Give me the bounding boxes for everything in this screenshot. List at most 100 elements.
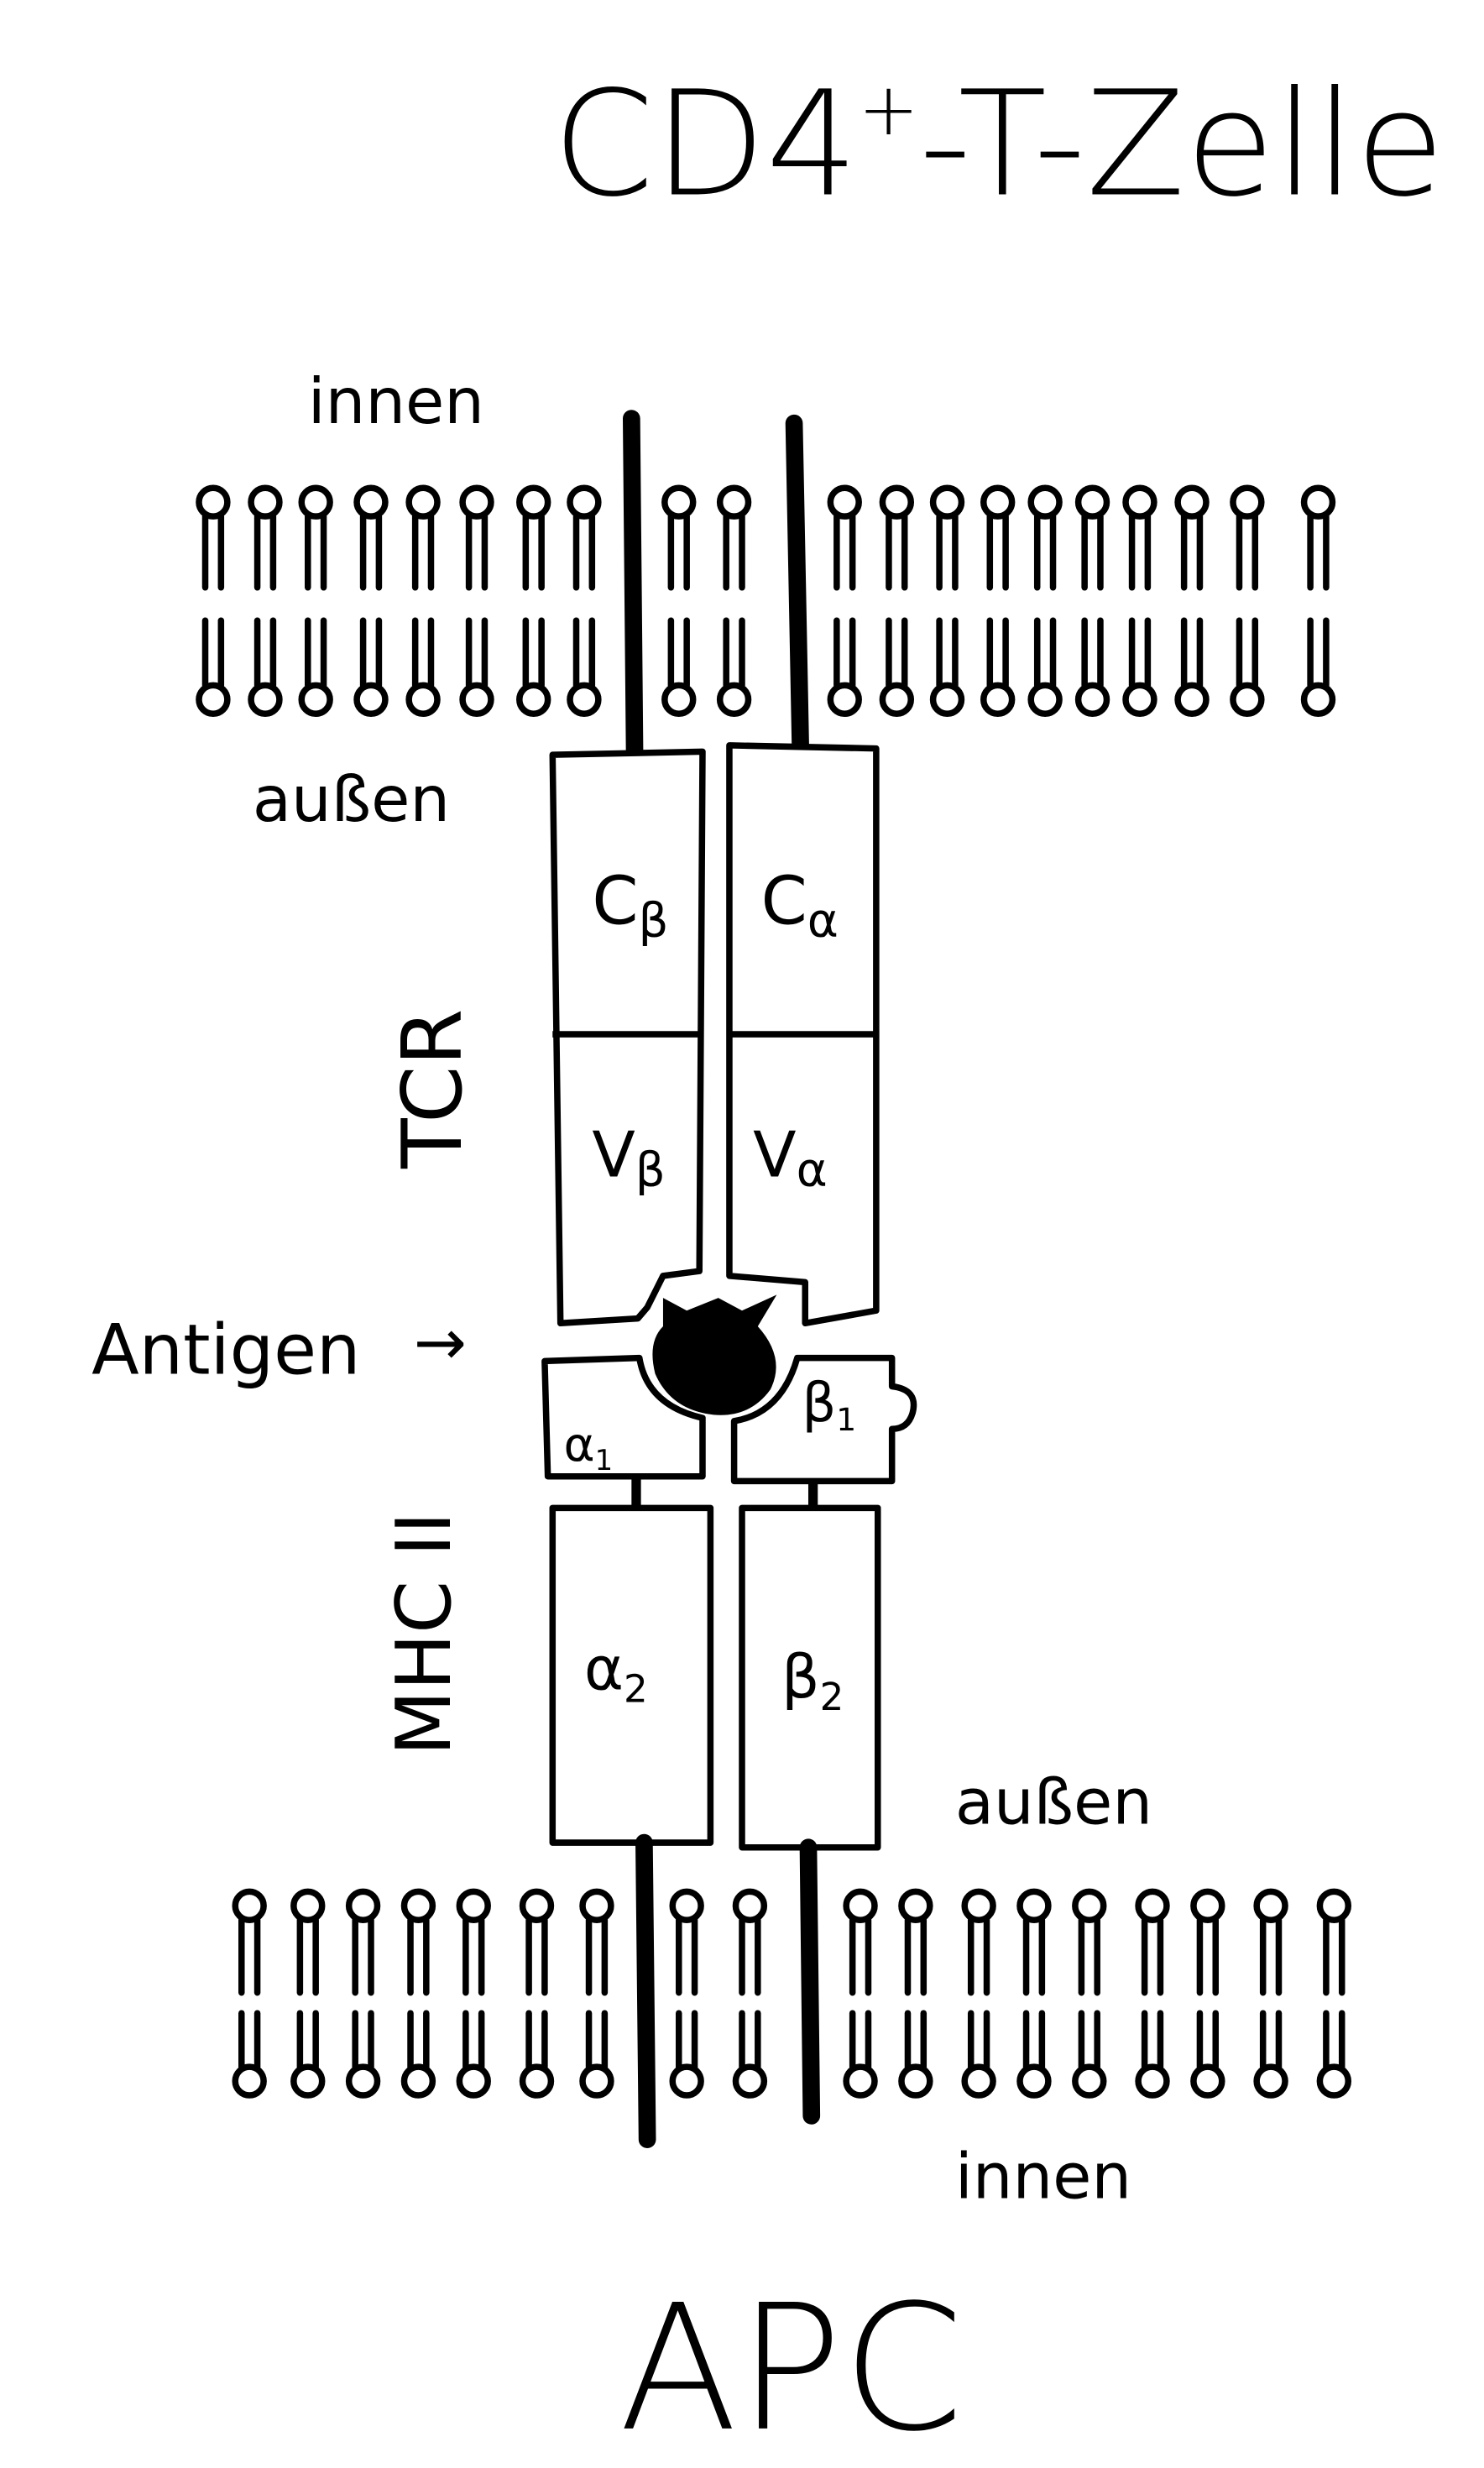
phospholipid: [661, 484, 697, 591]
phospholipid: [669, 1888, 704, 1996]
label-top-outside: außen: [253, 762, 450, 836]
phospholipid: [1027, 484, 1063, 591]
antigen-peptide: [652, 1294, 777, 1415]
phospholipid: [1122, 484, 1157, 591]
phospholipid: [827, 617, 862, 718]
domain-alpha1: α1: [563, 1418, 613, 1477]
tcr-alpha-chain: [726, 742, 880, 1327]
phospholipid: [929, 484, 965, 591]
phospholipid: [1074, 484, 1110, 591]
phospholipid: [732, 2010, 768, 2099]
label-apc: APC: [619, 2267, 964, 2468]
phospholipid: [961, 2010, 996, 2099]
t-cell-membrane: [196, 484, 1336, 718]
phospholipid: [716, 617, 752, 718]
label-bottom-inside: innen: [955, 2139, 1131, 2213]
phospholipid: [1074, 617, 1110, 718]
phospholipid: [456, 1888, 491, 1996]
phospholipid: [1016, 1888, 1052, 1996]
phospholipid: [232, 2010, 267, 2099]
phospholipid: [980, 617, 1016, 718]
phospholipid: [1253, 2010, 1288, 2099]
phospholipid: [879, 484, 915, 591]
phospholipid: [459, 617, 494, 718]
phospholipid: [898, 1888, 933, 1996]
phospholipid: [1253, 1888, 1288, 1996]
phospholipid: [400, 2010, 436, 2099]
phospholipid: [1122, 617, 1157, 718]
phospholipid: [353, 617, 389, 718]
phospholipid: [961, 1888, 996, 1996]
phospholipid: [1190, 1888, 1225, 1996]
phospholipid: [290, 1888, 326, 1996]
phospholipid: [459, 484, 494, 591]
phospholipid: [353, 484, 389, 591]
phospholipid: [248, 484, 283, 591]
label-bottom-outside: außen: [955, 1765, 1152, 1838]
phospholipid: [567, 484, 602, 591]
domain-c-beta: Cβ: [592, 862, 668, 948]
phospholipid: [405, 617, 441, 718]
domain-v-beta: Vβ: [592, 1117, 665, 1197]
tcr-beta-chain: [549, 748, 706, 1327]
phospholipid: [519, 2010, 555, 2099]
phospholipid: [1174, 484, 1210, 591]
tcr-beta-anchor: [622, 410, 644, 767]
phospholipid: [345, 2010, 381, 2099]
phospholipid: [1316, 2010, 1352, 2099]
domain-beta2: β2: [781, 1642, 844, 1719]
phospholipid: [196, 484, 231, 591]
phospholipid: [232, 1888, 267, 1996]
title: CD4+-T-Zelle: [552, 59, 1445, 228]
phospholipid: [843, 2010, 878, 2099]
phospholipid: [248, 617, 283, 718]
phospholipid: [669, 2010, 704, 2099]
domain-alpha2: α2: [584, 1634, 648, 1712]
domain-v-alpha: Vα: [753, 1117, 828, 1197]
tcr-alpha-anchor: [785, 414, 809, 755]
phospholipid: [290, 2010, 326, 2099]
mhc-alpha1-domain: [541, 1354, 706, 1480]
phospholipid: [1016, 2010, 1052, 2099]
label-mhc-ii: MHC II: [380, 1512, 468, 1756]
label-antigen: Antigen: [91, 1309, 360, 1390]
phospholipid: [843, 1888, 878, 1996]
phospholipid: [1027, 617, 1063, 718]
phospholipid: [516, 484, 551, 591]
mhc-beta1-domain: [730, 1354, 917, 1485]
phospholipid: [827, 484, 862, 591]
label-top-inside: innen: [308, 364, 484, 438]
phospholipid: [579, 1888, 614, 1996]
phospholipid: [879, 617, 915, 718]
phospholipid: [345, 1888, 381, 1996]
mhc-alpha-anchor: [635, 1833, 656, 2149]
phospholipid: [929, 617, 965, 718]
phospholipid: [1072, 2010, 1107, 2099]
phospholipid: [516, 617, 551, 718]
phospholipid: [1230, 617, 1265, 718]
phospholipid: [716, 484, 752, 591]
phospholipid: [400, 1888, 436, 1996]
phospholipid: [1230, 484, 1265, 591]
phospholipid: [298, 617, 333, 718]
phospholipid: [567, 617, 602, 718]
phospholipid: [980, 484, 1016, 591]
mhc-alpha2-domain: [549, 1504, 714, 1846]
mhc-beta-anchor: [799, 1838, 821, 2125]
label-tcr: TCR: [385, 1009, 481, 1169]
phospholipid: [1316, 1888, 1352, 1996]
phospholipid: [1135, 1888, 1170, 1996]
phospholipid: [732, 1888, 768, 1996]
phospholipid: [456, 2010, 491, 2099]
apc-membrane: [232, 1888, 1352, 2099]
phospholipid: [405, 484, 441, 591]
phospholipid: [1072, 1888, 1107, 1996]
phospholipid: [1135, 2010, 1170, 2099]
phospholipid: [1300, 484, 1336, 591]
phospholipid: [1300, 617, 1336, 718]
phospholipid: [898, 2010, 933, 2099]
phospholipid: [298, 484, 333, 591]
domain-beta1: β1: [802, 1373, 856, 1438]
phospholipid: [579, 2010, 614, 2099]
